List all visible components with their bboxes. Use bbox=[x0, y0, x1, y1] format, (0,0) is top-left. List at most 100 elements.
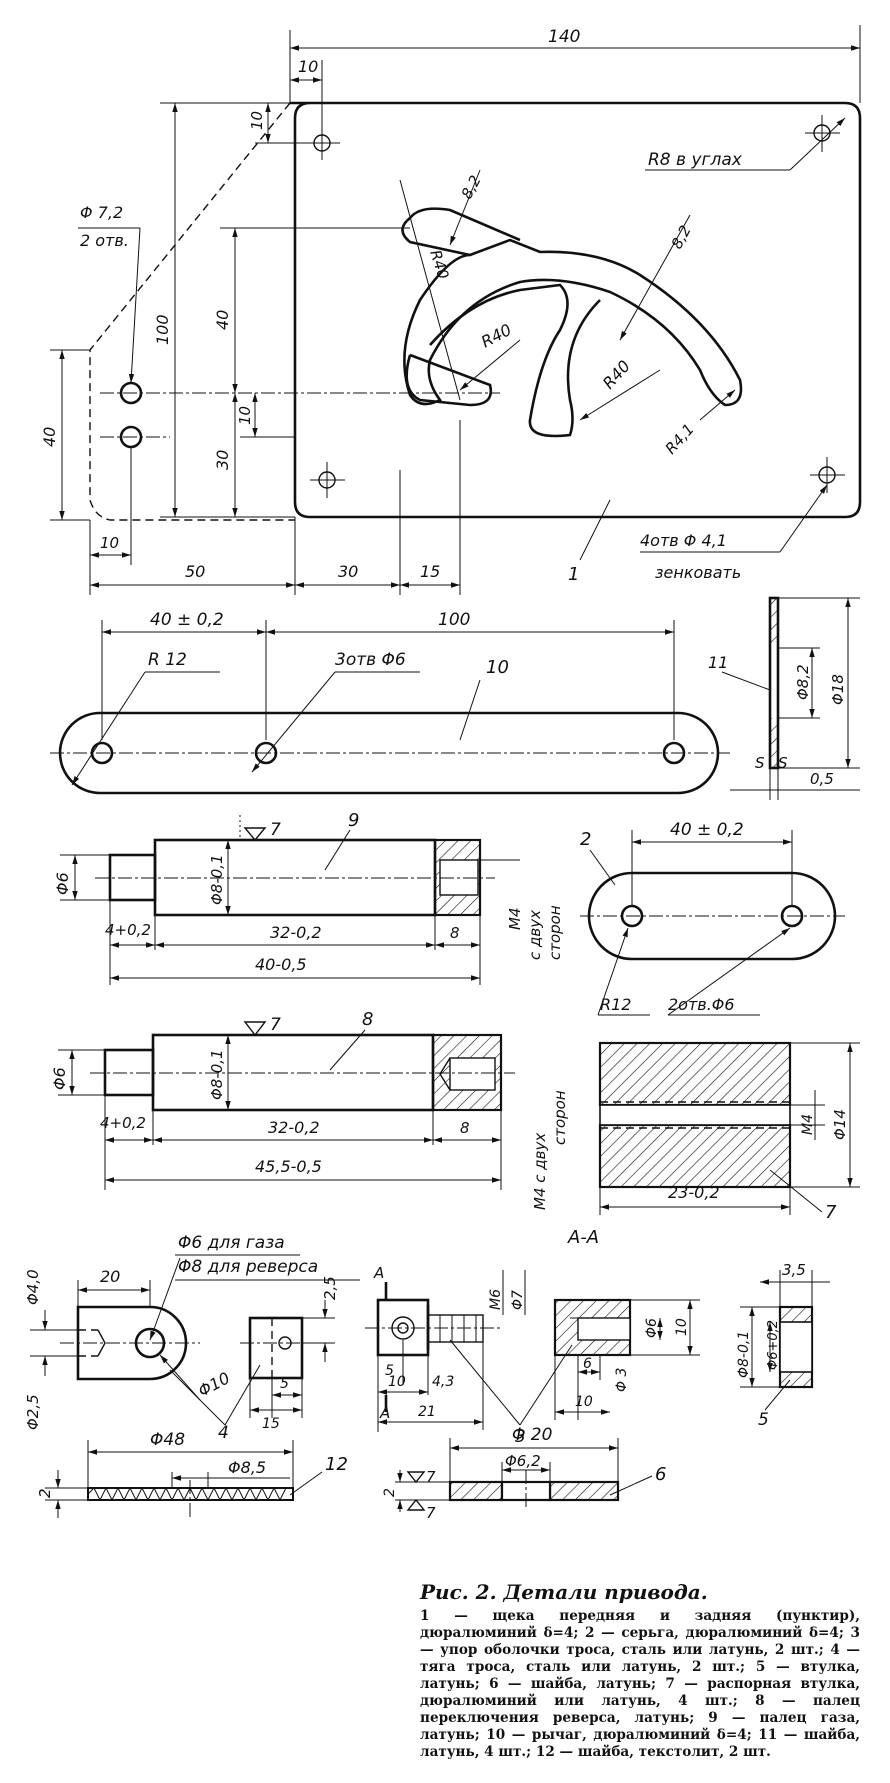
p8-thread-a: M4 с двух bbox=[531, 1133, 549, 1210]
part12-washer: Φ48 Φ8,5 2 12 bbox=[36, 1430, 348, 1520]
p9-d32: 32-0,2 bbox=[270, 923, 322, 942]
p6-rough-bottom: 7 bbox=[426, 1504, 436, 1522]
p1-dim-140: 140 bbox=[548, 27, 580, 47]
p4-d20: 20 bbox=[100, 1267, 120, 1286]
p12-d85: Φ8,5 bbox=[228, 1458, 266, 1477]
p1-dim-50: 50 bbox=[185, 562, 205, 581]
p1-dim-10-top: 10 bbox=[298, 57, 318, 76]
p8-d32: 32-0,2 bbox=[268, 1118, 320, 1137]
p8-thread-b: сторон bbox=[551, 1090, 569, 1145]
p1-hole-spec-b: 2 отв. bbox=[80, 231, 129, 250]
p7-m4: M4 bbox=[800, 1114, 816, 1135]
p2-holes: 2отв.Φ6 bbox=[668, 995, 735, 1014]
p4-note-b: Φ8 для реверса bbox=[178, 1257, 318, 1277]
p4-side-15: 15 bbox=[262, 1416, 280, 1432]
p6-label: 6 bbox=[655, 1464, 666, 1485]
p9-thread-b: с двух bbox=[526, 910, 544, 960]
p8-rough: 7 bbox=[270, 1015, 281, 1035]
part1-plate: 140 10 10 100 Φ 7,2 2 отв. 40 40 10 30 1… bbox=[40, 25, 862, 595]
p3-d3: Φ 3 bbox=[614, 1368, 630, 1392]
p3-d10a: 10 bbox=[388, 1374, 406, 1390]
p8-d6: Φ6 bbox=[50, 1067, 69, 1090]
p8-label: 8 bbox=[362, 1009, 373, 1030]
p3-d6: Φ6 bbox=[644, 1318, 660, 1338]
p9-label: 9 bbox=[348, 810, 359, 831]
p2-r12: R12 bbox=[600, 995, 631, 1014]
p5-d6: Φ6+0,2 bbox=[766, 1320, 781, 1370]
p1-label: 1 bbox=[568, 564, 579, 585]
p1-r40-b: R40 bbox=[478, 320, 515, 352]
part8-pin: Φ6 7 Φ8-0,1 8 4+0,2 32-0,2 8 45,5-0,5 M4… bbox=[50, 1009, 569, 1210]
part6-washer: Φ 20 Φ6,2 2 7 7 6 bbox=[382, 1425, 666, 1522]
p1-dim-15: 15 bbox=[420, 562, 440, 581]
part9-pin: Φ6 7 Φ8-0,1 9 4+0,2 32-0,2 8 40-0,5 M4 с… bbox=[53, 810, 564, 985]
p5-d8: Φ8-0,1 bbox=[736, 1331, 752, 1378]
p12-t2: 2 bbox=[36, 1488, 54, 1498]
p6-d20: Φ 20 bbox=[512, 1425, 552, 1445]
p1-holes-spec-b: зенковать bbox=[655, 563, 741, 582]
p9-rough: 7 bbox=[270, 820, 281, 840]
p9-thread-a: M4 bbox=[506, 908, 524, 931]
p11-s2: S bbox=[778, 754, 788, 772]
p8-d8b: 8 bbox=[460, 1119, 470, 1137]
p1-hole-spec-a: Φ 7,2 bbox=[80, 203, 123, 222]
p10-dim-100: 100 bbox=[438, 610, 470, 630]
p4-d40: Φ4,0 bbox=[24, 1269, 42, 1305]
p1-r40-c: R40 bbox=[599, 357, 634, 393]
part11-washer: Φ8,2 Φ18 11 S S 0,5 bbox=[708, 596, 860, 800]
p1-dim-30-inner: 30 bbox=[213, 450, 232, 470]
part3-stop: А-А А А M6 Φ7 10 Φ6 6 Φ 3 10 5 10 4,3 21… bbox=[365, 1227, 700, 1447]
p11-d18: Φ18 bbox=[829, 674, 847, 705]
p3-d10v: 10 bbox=[674, 1318, 690, 1336]
p5-label: 5 bbox=[758, 1410, 769, 1430]
p3-d6h: 6 bbox=[583, 1356, 592, 1372]
p1-corner-radius: R8 в углах bbox=[648, 150, 743, 170]
p12-d48: Φ48 bbox=[150, 1430, 185, 1450]
p1-dim-10-bottom: 10 bbox=[100, 534, 119, 552]
p9-thread-c: сторон bbox=[546, 905, 564, 960]
p1-dim-10-left: 10 bbox=[248, 111, 266, 130]
p10-dim-40: 40 ± 0,2 bbox=[150, 610, 224, 630]
p7-d14: Φ14 bbox=[831, 1109, 849, 1140]
p1-holes-spec-a: 4отв Φ 4,1 bbox=[640, 531, 727, 550]
p6-rough-top: 7 bbox=[426, 1468, 436, 1486]
p9-d8b: 8 bbox=[450, 924, 460, 942]
part10-lever: 40 ± 0,2 100 R 12 3отв Φ6 10 bbox=[50, 610, 730, 795]
p3-label: 3 bbox=[515, 1427, 526, 1447]
caption-title: Рис. 2. Детали привода. bbox=[420, 1580, 708, 1604]
part4-rod: Φ6 для газа Φ8 для реверса 20 Φ4,0 Φ2,5 … bbox=[24, 1233, 360, 1443]
p1-dim-40-left: 40 bbox=[40, 427, 59, 447]
p4-side-5: 5 bbox=[280, 1376, 289, 1392]
p3-section: А-А bbox=[567, 1227, 599, 1248]
p3-d5: 5 bbox=[385, 1363, 394, 1379]
p11-label: 11 bbox=[708, 653, 728, 672]
p1-r41: R4,1 bbox=[662, 420, 698, 458]
p3-d21: 21 bbox=[418, 1404, 436, 1420]
p11-d82: Φ8,2 bbox=[794, 664, 812, 700]
p4-side-25: 2,5 bbox=[321, 1276, 339, 1300]
p2-label: 2 bbox=[580, 829, 591, 850]
p4-note-a: Φ6 для газа bbox=[178, 1233, 285, 1253]
p4-label: 4 bbox=[218, 1423, 229, 1443]
p3-d43: 4,3 bbox=[432, 1374, 454, 1390]
p10-label: 10 bbox=[486, 657, 509, 678]
part2-link: 40 ± 0,2 2 R12 2отв.Φ6 bbox=[580, 820, 845, 1016]
p2-d40: 40 ± 0,2 bbox=[670, 820, 744, 840]
p7-label: 7 bbox=[825, 1202, 837, 1223]
p4-d25: Φ2,5 bbox=[24, 1394, 42, 1430]
p11-s1: S bbox=[755, 754, 765, 772]
p9-d4: 4+0,2 bbox=[105, 921, 151, 939]
p6-t2: 2 bbox=[382, 1488, 398, 1497]
p1-dim-40-inner: 40 bbox=[213, 310, 232, 330]
p10-holes: 3отв Φ6 bbox=[335, 650, 406, 670]
p9-d40: 40-0,5 bbox=[255, 955, 307, 974]
part7-spacer: M4 Φ14 23-0,2 7 bbox=[598, 1041, 860, 1223]
p7-d23: 23-0,2 bbox=[668, 1183, 720, 1202]
p10-r12: R 12 bbox=[148, 650, 187, 670]
p3-m6: M6 bbox=[488, 1289, 504, 1310]
part5-bushing: 3,5 Φ8-0,1 Φ6+0,2 5 bbox=[736, 1261, 830, 1430]
p3-d10h: 10 bbox=[575, 1394, 593, 1410]
p1-r40-a: R40 bbox=[426, 248, 452, 282]
p4-d10: Φ10 bbox=[195, 1368, 233, 1400]
